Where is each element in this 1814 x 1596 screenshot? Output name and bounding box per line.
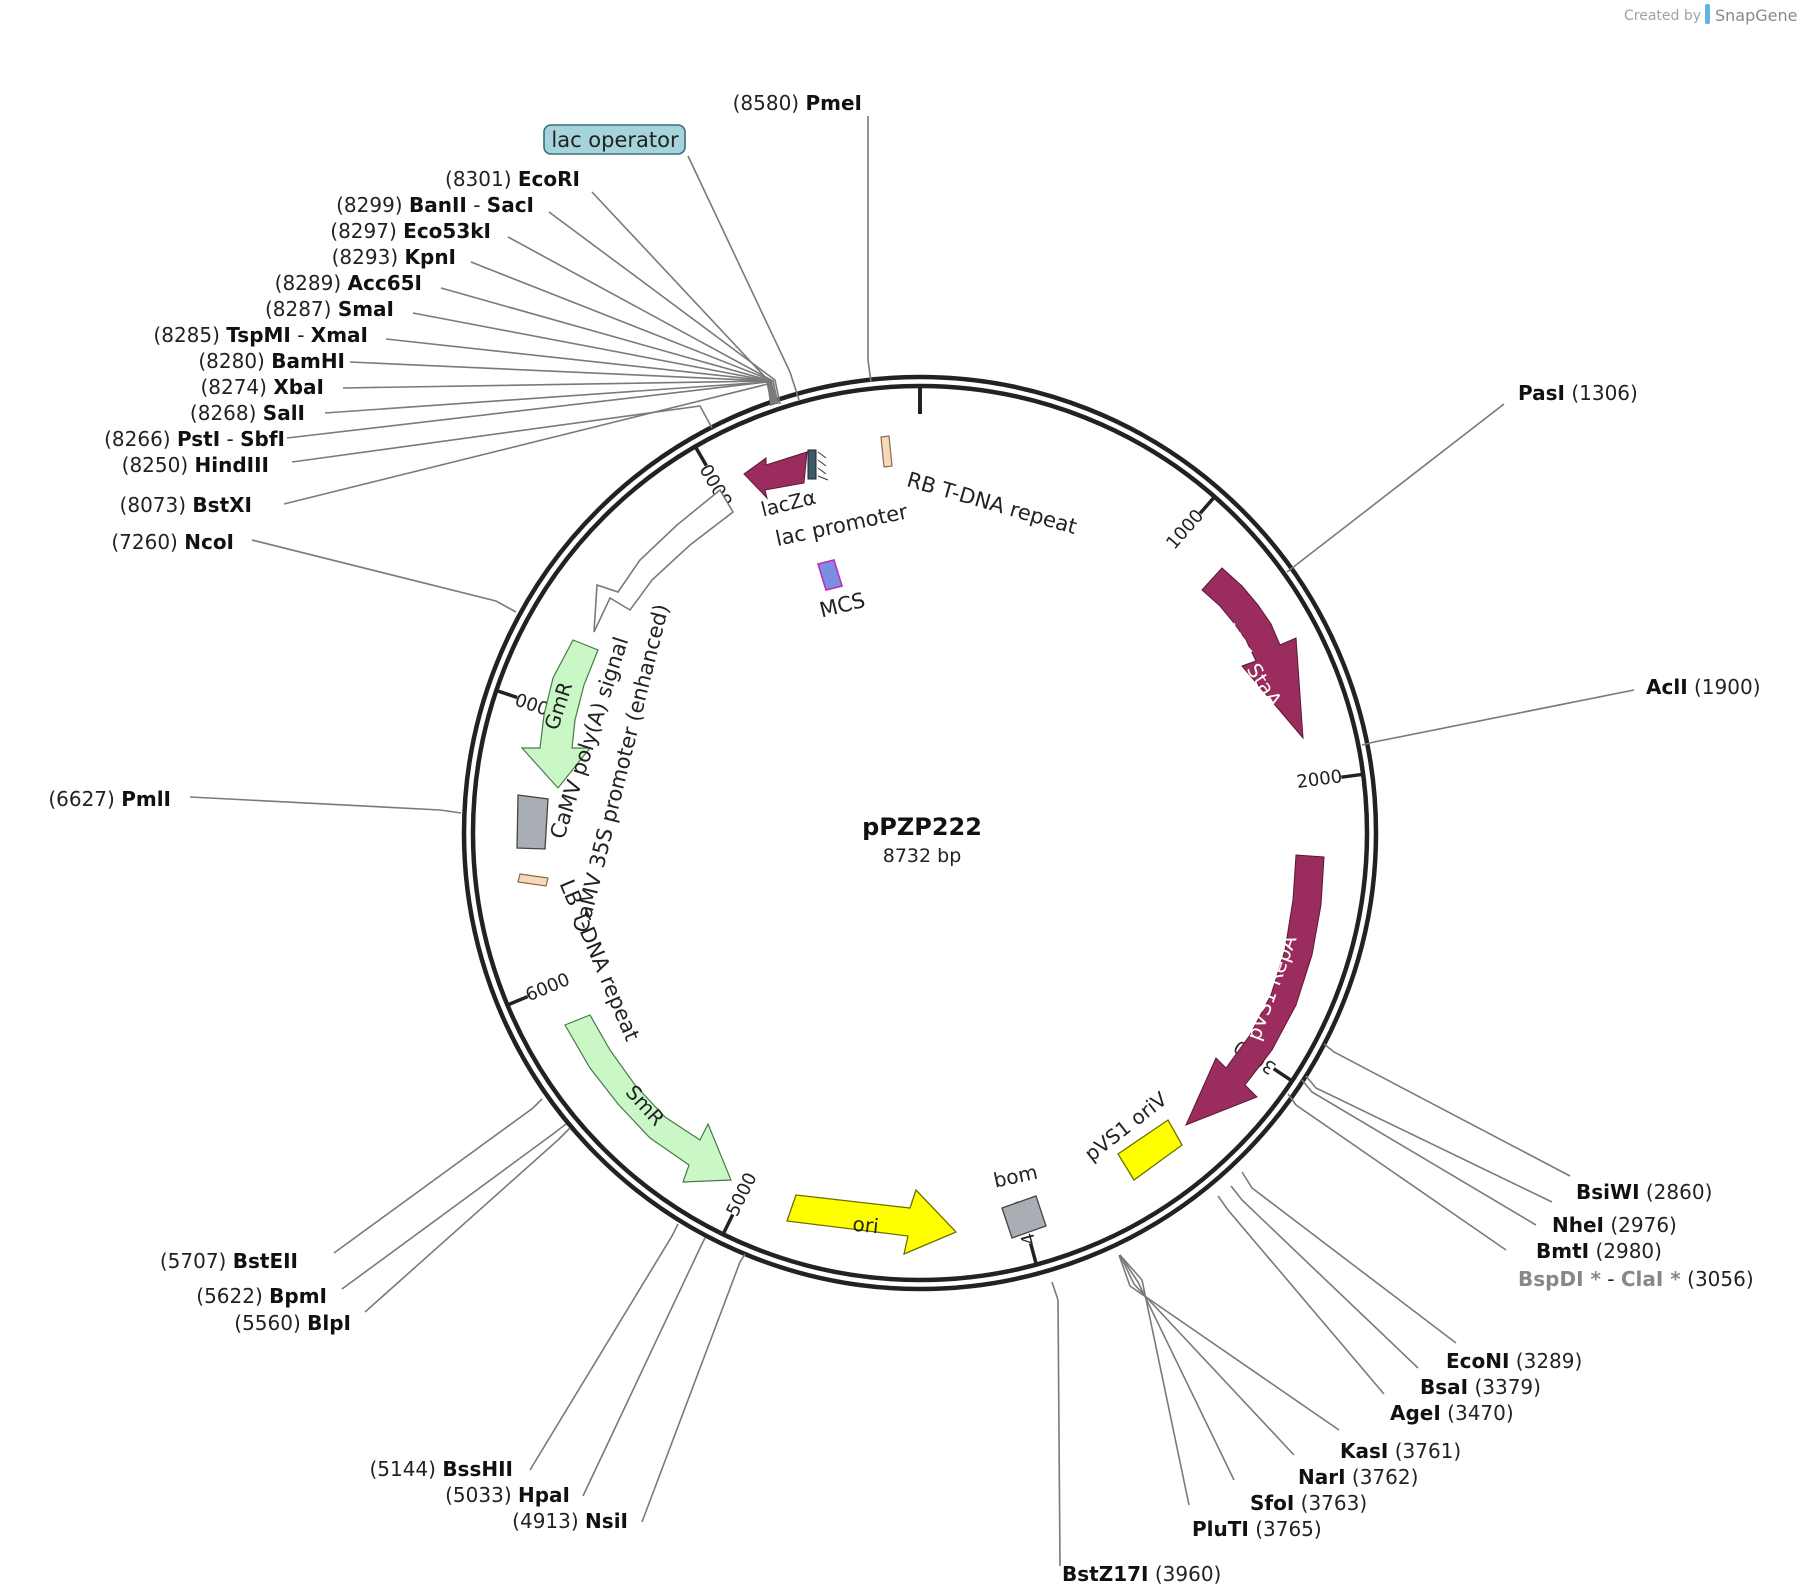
tick-7000: [497, 689, 518, 700]
tick-4000: [1028, 1242, 1038, 1264]
enzyme-nhei[interactable]: NheI (2976): [1552, 1213, 1677, 1237]
enzyme-bsshii[interactable]: (5144) BssHII: [369, 1457, 513, 1481]
backbone-outer-ring: [461, 374, 1379, 1292]
feature-lac-promoter-hatch[interactable]: [817, 451, 829, 481]
feature-pvs1-oriv[interactable]: [1117, 1119, 1183, 1181]
enzyme-labels: (8580) PmeI (8301) EcoRI(8299) BanII - Sa…: [48, 91, 1760, 1586]
feature-ori[interactable]: [786, 1188, 958, 1256]
enzyme-sfoi[interactable]: SfoI (3763): [1250, 1491, 1367, 1515]
enzyme-pmei[interactable]: (8580) PmeI: [733, 91, 862, 115]
label-bom: bom: [991, 1160, 1039, 1193]
feature-gmr[interactable]: [520, 639, 599, 789]
tick-8000: [694, 447, 708, 467]
label-rb-tdna: RB T-DNA repeat: [904, 468, 1079, 539]
lac-operator-callout[interactable]: lac operator: [543, 124, 686, 155]
enzyme-psti[interactable]: (8266) PstI - SbfI: [104, 427, 285, 451]
feature-pvs1-repa[interactable]: [1185, 854, 1325, 1126]
snapgene-credit: Created by SnapGene: [1624, 4, 1797, 25]
enzyme-xbai[interactable]: (8274) XbaI: [200, 375, 324, 399]
label-ori: ori: [852, 1212, 880, 1239]
tick-2000: [1341, 772, 1362, 779]
enzyme-hindiii[interactable]: (8250) HindIII: [122, 453, 269, 477]
enzyme-bmti[interactable]: BmtI (2980): [1536, 1239, 1662, 1263]
enzyme-acli[interactable]: AclI (1900): [1646, 675, 1761, 699]
enzyme-eco53ki[interactable]: (8297) Eco53kI: [330, 219, 491, 243]
enzyme-agei[interactable]: AgeI (3470): [1390, 1401, 1514, 1425]
enzyme-bsteii[interactable]: (5707) BstEII: [160, 1249, 298, 1273]
tick-label-6000: 6000: [523, 969, 573, 1006]
plasmid-size: 8732 bp: [883, 845, 962, 867]
enzyme-blpi[interactable]: (5560) BlpI: [234, 1311, 351, 1335]
tick-3000: [1272, 1067, 1292, 1082]
enzyme-bstxi[interactable]: (8073) BstXI: [120, 493, 252, 517]
enzyme-banii[interactable]: (8299) BanII - SacI: [336, 193, 534, 217]
feature-mcs[interactable]: [816, 559, 844, 591]
backbone-inner-ring: [470, 383, 1370, 1283]
enzyme-acc65i[interactable]: (8289) Acc65I: [275, 271, 422, 295]
tick-label-2000: 2000: [1295, 766, 1343, 793]
tick-5000: [722, 1213, 735, 1234]
enzyme-kasi[interactable]: KasI (3761): [1340, 1439, 1461, 1463]
feature-lac-operator-block[interactable]: [807, 449, 817, 480]
feature-camv-35s-promoter[interactable]: [593, 488, 735, 633]
feature-bom[interactable]: [1001, 1195, 1047, 1239]
enzyme-bsiwi[interactable]: BsiWI (2860): [1576, 1180, 1712, 1204]
enzyme-bspdi[interactable]: BspDI * - ClaI * (3056): [1518, 1267, 1754, 1291]
enzyme-tspmi[interactable]: (8285) TspMI - XmaI: [153, 323, 368, 347]
enzyme-hpai[interactable]: (5033) HpaI: [445, 1483, 570, 1507]
feature-lacza[interactable]: [743, 451, 808, 500]
label-mcs: MCS: [817, 588, 868, 622]
enzyme-pasi[interactable]: PasI (1306): [1518, 381, 1638, 405]
enzyme-leader-lines: [189, 116, 1635, 1567]
enzyme-bstz17i[interactable]: BstZ17I (3960): [1062, 1562, 1221, 1586]
enzyme-pluti[interactable]: PluTI (3765): [1192, 1517, 1322, 1541]
enzyme-bpmi[interactable]: (5622) BpmI: [196, 1284, 327, 1308]
snapgene-logo-icon: [1705, 4, 1710, 24]
enzyme-kpni[interactable]: (8293) KpnI: [332, 245, 456, 269]
enzyme-sali[interactable]: (8268) SalI: [190, 401, 305, 425]
feature-camv-polya[interactable]: [516, 794, 549, 850]
tick-1000: [1198, 497, 1215, 515]
enzyme-smai[interactable]: (8287) SmaI: [265, 297, 394, 321]
credit-created-by: Created by: [1624, 8, 1701, 24]
label-lac-operator: lac operator: [551, 128, 679, 152]
label-lacza: lacZα: [758, 485, 818, 522]
enzyme-nari[interactable]: NarI (3762): [1298, 1465, 1418, 1489]
enzyme-nsii[interactable]: (4913) NsiI: [512, 1509, 628, 1533]
enzyme-econi[interactable]: EcoNI (3289): [1446, 1349, 1582, 1373]
feature-smr[interactable]: [564, 1014, 732, 1183]
enzyme-bsai[interactable]: BsaI (3379): [1420, 1375, 1541, 1399]
feature-lb-tdna[interactable]: [517, 873, 549, 887]
enzyme-ecori[interactable]: (8301) EcoRI: [445, 167, 580, 191]
plasmid-name: pPZP222: [862, 813, 982, 841]
enzyme-ncoi[interactable]: (7260) NcoI: [111, 530, 234, 554]
tick-6000: [508, 994, 529, 1006]
feature-rb-tdna[interactable]: [880, 435, 893, 468]
credit-brand: SnapGene: [1715, 6, 1797, 25]
feature-pvs1-stata[interactable]: [1201, 567, 1304, 740]
enzyme-bamhi[interactable]: (8280) BamHI: [198, 349, 345, 373]
enzyme-pmli[interactable]: (6627) PmlI: [48, 787, 171, 811]
